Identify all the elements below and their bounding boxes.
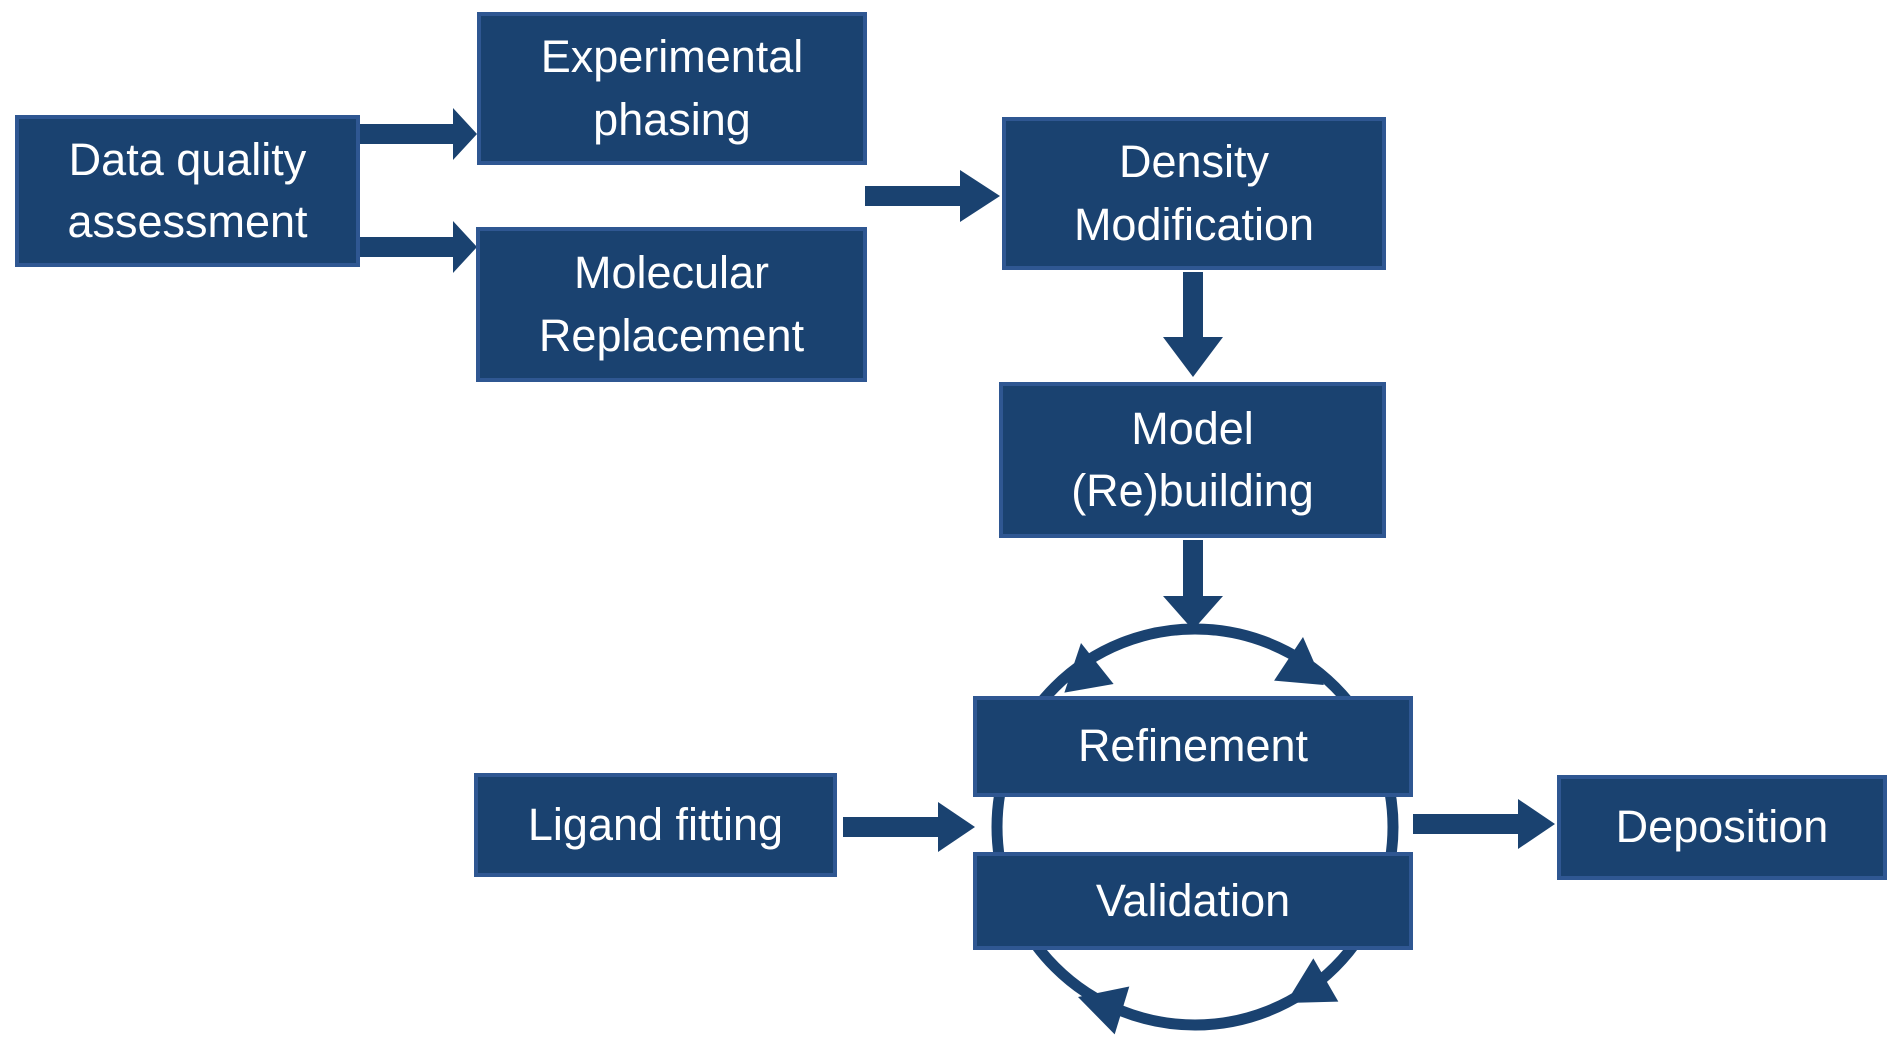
node-ligand-fitting: Ligand fitting (474, 773, 837, 877)
node-model-rebuilding: Model (Re)building (999, 382, 1386, 538)
arrow-model-rebuilding-to-cycle (1163, 540, 1223, 630)
node-label: Experimental phasing (540, 31, 804, 145)
node-refinement: Refinement (973, 696, 1413, 797)
node-label: Deposition (1615, 801, 1829, 853)
node-label: Refinement (1077, 720, 1309, 772)
node-label: Ligand fitting (527, 798, 784, 850)
cycle-arrowhead-bottom-left-icon (1078, 986, 1130, 1035)
arrow-dqa-to-experimental-phasing (358, 108, 477, 160)
node-validation: Validation (973, 852, 1413, 950)
node-label: Validation (1095, 874, 1291, 926)
arrow-dqa-to-molecular-replacement (358, 221, 477, 273)
node-deposition: Deposition (1557, 775, 1887, 880)
cycle-arrowhead-top-right-icon (1274, 637, 1324, 686)
node-molecular-replacement: Molecular Replacement (476, 227, 867, 382)
arrow-phasing-to-density-modification (865, 170, 1000, 222)
cycle-arrowhead-top-left-icon (1064, 643, 1114, 693)
arrow-cycle-to-deposition (1413, 799, 1555, 849)
cycle-arrowhead-bottom-right-icon (1286, 958, 1339, 1003)
node-density-modification: Density Modification (1002, 117, 1386, 270)
node-label: Data quality assessment (67, 133, 308, 247)
node-label: Molecular Replacement (538, 247, 805, 361)
arrow-density-to-model-rebuilding (1163, 272, 1223, 377)
node-label: Model (Re)building (1071, 402, 1314, 516)
cycle-circle (991, 623, 1399, 1031)
arrow-ligand-fitting-to-cycle (843, 802, 975, 852)
node-data-quality-assessment: Data quality assessment (15, 115, 360, 267)
node-label: Density Modification (1073, 136, 1315, 250)
node-experimental-phasing: Experimental phasing (477, 12, 867, 165)
